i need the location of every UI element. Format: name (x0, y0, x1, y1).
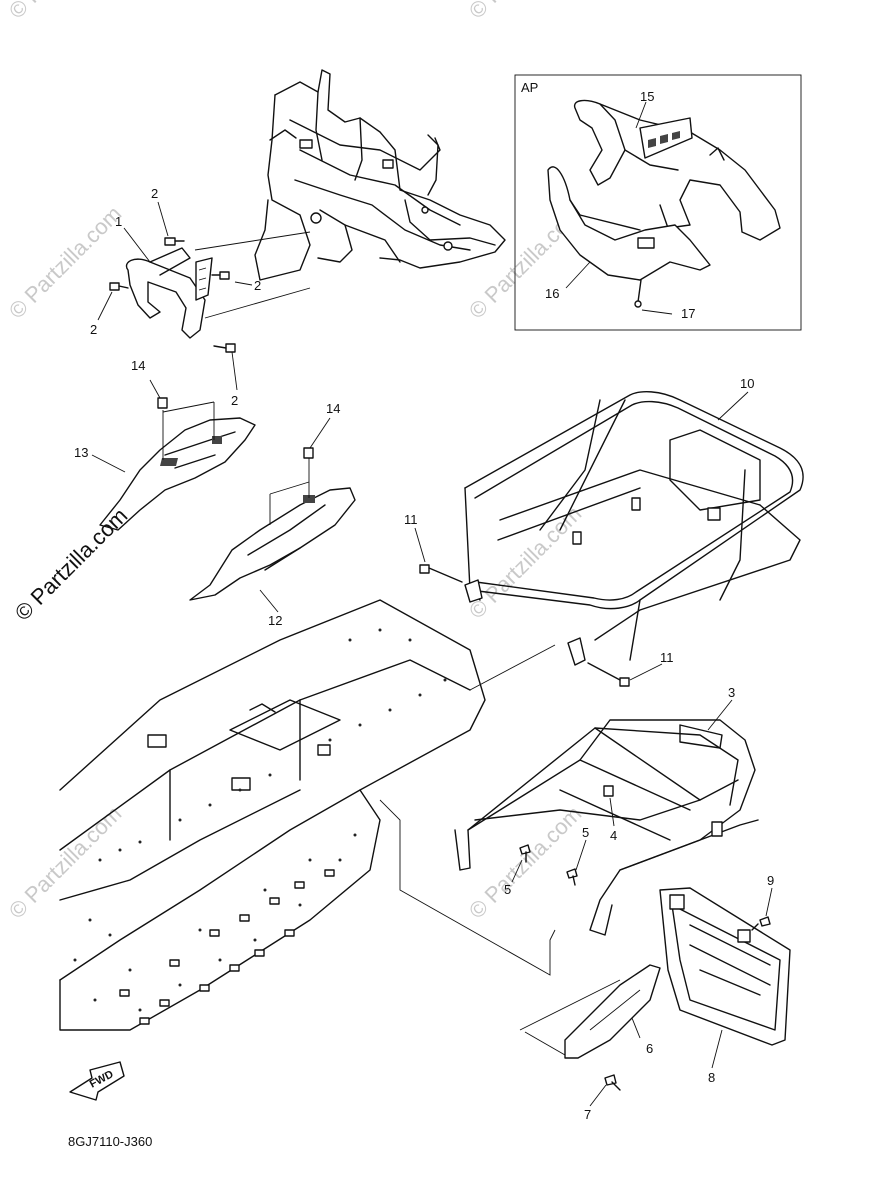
side-flap-drawing (519, 964, 661, 1107)
callout-12: 12 (268, 613, 282, 628)
callout-11: 11 (404, 512, 418, 527)
callout-3: 3 (728, 685, 735, 700)
part-code: 8GJ7110-J360 (68, 1134, 152, 1149)
snow-flap-drawing (659, 887, 791, 1069)
tunnel-drawing (59, 599, 556, 1031)
callout-2: 2 (254, 278, 261, 293)
bolt-icon (211, 271, 230, 280)
rivet-icon (751, 916, 771, 931)
bolt-icon (587, 662, 630, 687)
callout-14: 14 (131, 358, 145, 373)
bolt-icon (164, 237, 185, 246)
callout-16: 16 (545, 286, 559, 301)
screw-icon (634, 279, 642, 308)
bolt-icon (213, 343, 236, 353)
callout-1: 1 (115, 214, 122, 229)
callout-2: 2 (151, 186, 158, 201)
seat-rack-drawing (454, 699, 759, 936)
callout-6: 6 (646, 1041, 653, 1056)
watermark-layer: © Partzilla.com © Partzilla.com © Partzi… (4, 0, 587, 924)
callout-4: 4 (610, 828, 617, 843)
watermark: © Partzilla.com (4, 201, 127, 324)
callout-5: 5 (582, 825, 589, 840)
bolt-icon (109, 282, 129, 291)
bolt-icon (419, 564, 463, 583)
watermark: © Partzilla.com (464, 501, 587, 624)
callout-8: 8 (708, 1070, 715, 1085)
callout-15: 15 (640, 89, 654, 104)
callout-7: 7 (584, 1107, 591, 1122)
bolt-icon (303, 447, 314, 459)
callout-labels: 1 2 2 2 2 3 4 5 5 6 7 8 9 10 11 11 12 13… (74, 89, 774, 1122)
rivet-icon (604, 1074, 621, 1091)
callout-10: 10 (740, 376, 754, 391)
rivet-icon (566, 868, 578, 886)
callout-5: 5 (504, 882, 511, 897)
fender-drawing (91, 379, 356, 613)
watermark: © Partzilla.com (10, 503, 133, 626)
rear-rack-drawing (414, 391, 804, 687)
inset-label: AP (521, 80, 538, 95)
slot-pattern (119, 869, 335, 1025)
callout-13: 13 (74, 445, 88, 460)
callout-9: 9 (767, 873, 774, 888)
bolt-icon (603, 785, 614, 797)
fwd-arrow-icon: FWD (69, 1061, 125, 1101)
bolt-icon (157, 397, 168, 409)
callout-11: 11 (660, 650, 674, 665)
callout-2: 2 (90, 322, 97, 337)
main-frame-drawing (194, 69, 506, 319)
watermark: © Partzilla.com (4, 801, 127, 924)
callout-2: 2 (231, 393, 238, 408)
watermark: © Partzilla.com (4, 0, 127, 24)
callout-17: 17 (681, 306, 695, 321)
front-bumper-drawing (97, 201, 253, 391)
inset-ap (514, 74, 802, 331)
callout-14: 14 (326, 401, 340, 416)
rivet-icon (519, 844, 531, 863)
rivet-pattern (73, 628, 447, 1012)
watermark: © Partzilla.com (464, 0, 587, 24)
